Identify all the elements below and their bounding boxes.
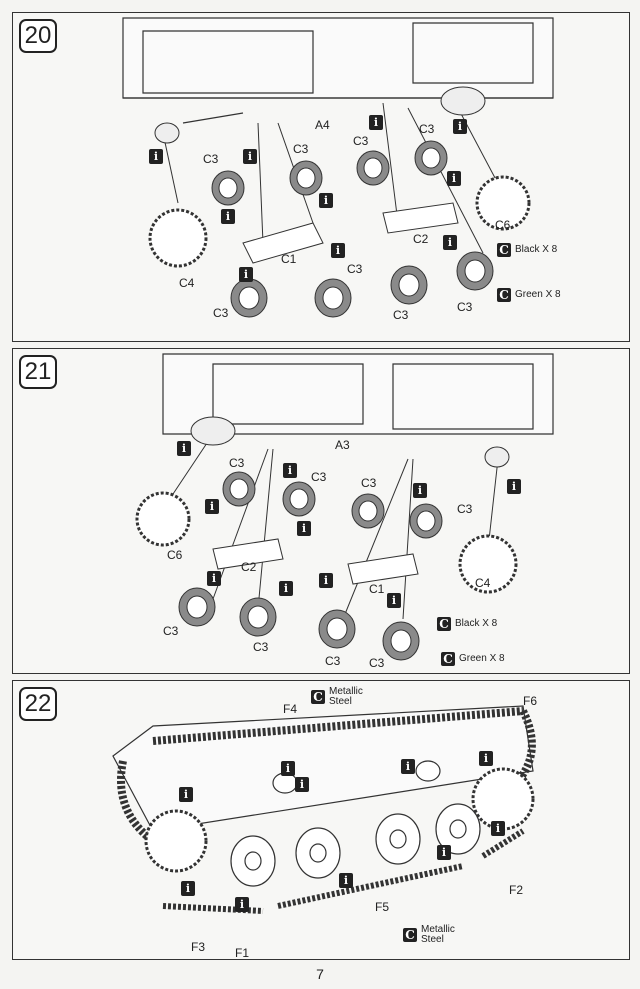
page-number: 7 [316, 966, 324, 982]
info-icon: i [413, 483, 427, 498]
part-label-f5: F5 [375, 900, 390, 914]
info-icon: i [447, 171, 461, 186]
info-icon: i [235, 897, 249, 912]
paint-code-icon: C [497, 288, 511, 302]
paint-callout-black: C Black X 8 [497, 243, 557, 257]
part-label-c3: C3 [347, 262, 363, 276]
part-label-c4: C4 [179, 276, 195, 290]
info-icon: i [281, 761, 295, 776]
step-21-drawing [135, 353, 554, 661]
part-label-c3: C3 [369, 656, 385, 670]
info-icon: i [177, 441, 191, 456]
part-label-c3: C3 [325, 654, 341, 668]
part-label-a4: A4 [315, 118, 330, 132]
part-label-c3: C3 [361, 476, 377, 490]
step-20-panel: 20 A4 C3 [12, 12, 630, 342]
part-label-c3: C3 [163, 624, 179, 638]
part-label-c3: C3 [203, 152, 219, 166]
paint-code-icon: C [311, 690, 325, 704]
paint-callout-black: C Black X 8 [437, 617, 497, 631]
info-icon: i [401, 759, 415, 774]
part-label-c2: C2 [413, 232, 429, 246]
info-icon: i [149, 149, 163, 164]
part-label-f2: F2 [509, 883, 524, 897]
part-label-c1: C1 [281, 252, 297, 266]
step-number: 21 [19, 355, 57, 389]
info-icon: i [339, 873, 353, 888]
info-icon: i [295, 777, 309, 792]
info-icon: i [507, 479, 521, 494]
part-label-c3: C3 [311, 470, 327, 484]
info-icon: i [205, 499, 219, 514]
paint-callout-green: C Green X 8 [441, 652, 505, 666]
part-label-c3: C3 [229, 456, 245, 470]
part-label-c3: C3 [419, 122, 435, 136]
info-icon: i [207, 571, 221, 586]
part-label-f3: F3 [191, 940, 206, 954]
part-label-c6: C6 [495, 218, 511, 232]
info-icon: i [283, 463, 297, 478]
info-icon: i [221, 209, 235, 224]
paint-code-icon: C [403, 928, 417, 942]
info-icon: i [181, 881, 195, 896]
info-icon: i [479, 751, 493, 766]
paint-label: Metallic Steel [421, 924, 455, 945]
paint-callout-metallic-steel: C Metallic Steel [403, 925, 461, 945]
part-label-c3: C3 [253, 640, 269, 654]
paint-label: Green X 8 [459, 653, 505, 664]
part-label-c3: C3 [457, 300, 473, 314]
part-label-c3: C3 [293, 142, 309, 156]
info-icon: i [297, 521, 311, 536]
info-icon: i [319, 573, 333, 588]
step-21-panel: 21 A3 C3 C3 C3 C3 [12, 348, 630, 674]
paint-callout-green: C Green X 8 [497, 288, 561, 302]
paint-callout-metallic-steel: C Metallic Steel [311, 687, 369, 707]
part-label-c6: C6 [167, 548, 183, 562]
part-label-c3: C3 [353, 134, 369, 148]
info-icon: i [369, 115, 383, 130]
info-icon: i [443, 235, 457, 250]
info-icon: i [387, 593, 401, 608]
info-icon: i [331, 243, 345, 258]
info-icon: i [453, 119, 467, 134]
part-label-f4: F4 [283, 702, 298, 716]
paint-label: Black X 8 [515, 244, 558, 255]
paint-code-icon: C [441, 652, 455, 666]
paint-label: Black X 8 [455, 618, 498, 629]
info-icon: i [437, 845, 451, 860]
paint-label: Green X 8 [515, 289, 561, 300]
part-label-c3: C3 [393, 308, 409, 322]
info-icon: i [239, 267, 253, 282]
step-20-drawing [122, 17, 554, 318]
part-label-c4: C4 [475, 576, 491, 590]
part-label-c3: C3 [457, 502, 473, 516]
part-label-c2: C2 [241, 560, 257, 574]
part-label-f1: F1 [235, 946, 250, 960]
paint-label: Metallic Steel [329, 686, 363, 707]
part-label-c3: C3 [213, 306, 229, 320]
step-number: 20 [19, 19, 57, 53]
paint-code-icon: C [437, 617, 451, 631]
part-label-f6: F6 [523, 694, 538, 708]
step-22-drawing [112, 705, 536, 914]
info-icon: i [243, 149, 257, 164]
info-icon: i [491, 821, 505, 836]
part-label-a3: A3 [335, 438, 350, 452]
info-icon: i [179, 787, 193, 802]
part-label-c1: C1 [369, 582, 385, 596]
step-number: 22 [19, 687, 57, 721]
info-icon: i [319, 193, 333, 208]
info-icon: i [279, 581, 293, 596]
step-22-panel: 22 F4 F6 F2 F5 F3 F1 C Metallic Steel C Me… [12, 680, 630, 960]
paint-code-icon: C [497, 243, 511, 257]
